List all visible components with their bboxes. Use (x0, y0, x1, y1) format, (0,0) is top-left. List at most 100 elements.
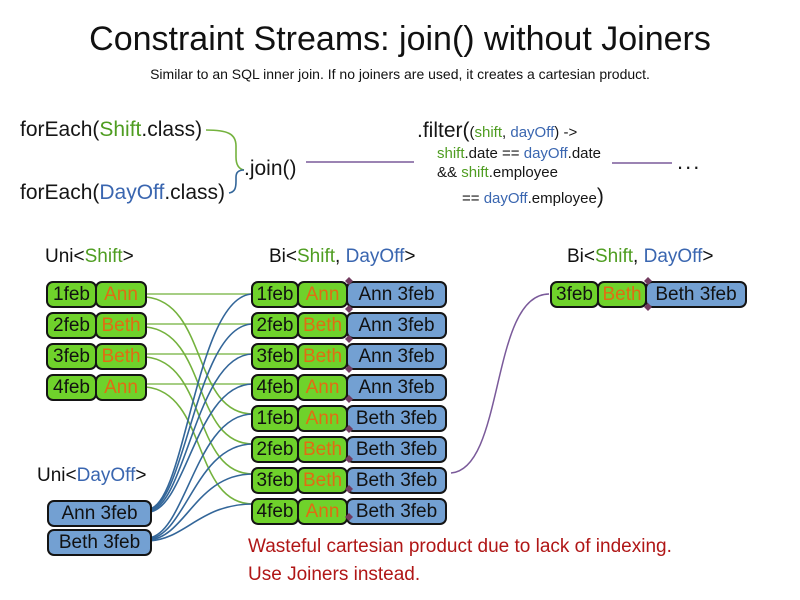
glue-diamond (345, 335, 353, 343)
code-token-dayoff: DayOff (99, 181, 165, 204)
code-token-shift: shift (461, 164, 489, 181)
code-token: && (437, 164, 462, 181)
shift-name: Ann (104, 376, 138, 398)
code-token: ) (596, 185, 604, 208)
glue-diamond (644, 277, 652, 285)
connector-ann-bi2 (148, 323, 254, 511)
bi-name: Beth (302, 469, 343, 491)
label-part-shift: Shift (595, 246, 634, 267)
bi-name-cell: Ann (297, 498, 348, 525)
label-part-dayoff: DayOff (643, 246, 703, 267)
label-part-shift: Shift (84, 246, 123, 267)
bi-name-cell: Ann (297, 374, 348, 401)
bi-name: Beth (302, 345, 343, 367)
code-token: .employee (527, 190, 597, 207)
brace-dayoff-to-join (228, 169, 245, 194)
code-token: .class) (141, 118, 203, 141)
code-filter-line1: .filter((shift, dayOff) -> (417, 119, 577, 143)
code-token: .class) (164, 181, 226, 204)
code-foreach-shift: forEach(Shift.class) (20, 118, 202, 142)
label-part: Bi< (567, 246, 595, 267)
code-filter-line3: && shift.employee (437, 164, 558, 181)
shift-name: Beth (101, 314, 141, 336)
label-part: > (702, 246, 714, 267)
code-token-shift: Shift (99, 118, 142, 141)
page-title: Constraint Streams: join() without Joine… (89, 20, 711, 58)
label-part: Uni< (45, 246, 85, 267)
bi-combo-cell: Beth 3feb (346, 405, 447, 432)
glue-diamond (345, 455, 353, 463)
code-token: forEach( (20, 118, 100, 141)
dayoff-row: Beth 3feb (47, 529, 152, 556)
bi-name: Beth (302, 314, 343, 336)
dayoff-row: Ann 3feb (47, 500, 152, 527)
connector-shift2-bi6 (145, 326, 254, 445)
bi-date-cell: 2feb (251, 312, 299, 339)
bi-right-combo-cell: Beth 3feb (645, 281, 747, 308)
code-token-dayoff: dayOff (510, 124, 555, 141)
code-token: .date == (464, 145, 524, 162)
label-part: > (135, 465, 147, 486)
shift-row: 1feb Ann (46, 281, 147, 308)
shift-name-cell: Beth (95, 312, 147, 339)
bi-name: Ann (305, 283, 340, 305)
shift-date-cell: 1feb (46, 281, 97, 308)
label-part-shift: Shift (297, 246, 336, 267)
bi-right-name: Beth (602, 283, 642, 305)
shift-name-cell: Ann (95, 281, 147, 308)
bi-combo-cell: Ann 3feb (346, 343, 447, 370)
label-part: > (404, 246, 416, 267)
label-part: , (335, 246, 346, 267)
connector-beth-bi7 (148, 473, 254, 541)
connector-beth-bi6 (148, 443, 254, 540)
shift-date-cell: 2feb (46, 312, 97, 339)
label-part-dayoff: DayOff (76, 465, 136, 486)
connector-beth-bi5 (148, 413, 254, 539)
dayoff-cell: Beth 3feb (47, 529, 152, 556)
label-part: > (122, 246, 134, 267)
dayoff-cell: Ann 3feb (47, 500, 152, 527)
connector-ann-bi3 (148, 353, 254, 512)
bi-date-cell: 1feb (251, 405, 299, 432)
bi-combo-cell: Beth 3feb (346, 498, 447, 525)
glue-diamond (345, 485, 353, 493)
glue-diamond (644, 303, 652, 311)
shift-name-cell: Beth (95, 343, 147, 370)
connector-beth-bi8 (148, 503, 254, 542)
bi-combo-cell: Beth 3feb (346, 467, 447, 494)
bi-name: Beth (302, 438, 343, 460)
code-foreach-dayoff: forEach(DayOff.class) (20, 181, 225, 205)
code-token-shift: shift (474, 124, 503, 141)
warning-line1: Wasteful cartesian product due to lack o… (248, 536, 672, 557)
code-token-dayoff: dayOff (483, 190, 528, 207)
label-bi-right: Bi<Shift, DayOff> (567, 246, 713, 268)
glue-diamond (345, 513, 353, 521)
shift-name: Ann (104, 283, 138, 305)
connector-bi-row7-to-right (450, 293, 550, 474)
bi-name-cell: Ann (297, 281, 348, 308)
connector-shift1-bi5 (145, 296, 254, 415)
code-ellipsis: ... (677, 149, 702, 174)
bi-date-cell: 3feb (251, 467, 299, 494)
label-part: Uni< (37, 465, 77, 486)
warning-text: Wasteful cartesian product due to lack o… (248, 533, 672, 589)
connector-ann-bi1 (148, 293, 254, 510)
code-filter-line2: shift.date == dayOff.date (437, 145, 601, 162)
code-token: ) -> (554, 124, 578, 141)
bi-date-cell: 4feb (251, 498, 299, 525)
warning-line2: Use Joiners instead. (248, 564, 421, 585)
bi-name-cell: Beth (297, 467, 348, 494)
code-token: ( (469, 124, 475, 141)
code-token-dayoff: dayOff (523, 145, 568, 162)
label-bi-middle: Bi<Shift, DayOff> (269, 246, 415, 268)
bi-name: Ann (305, 376, 340, 398)
